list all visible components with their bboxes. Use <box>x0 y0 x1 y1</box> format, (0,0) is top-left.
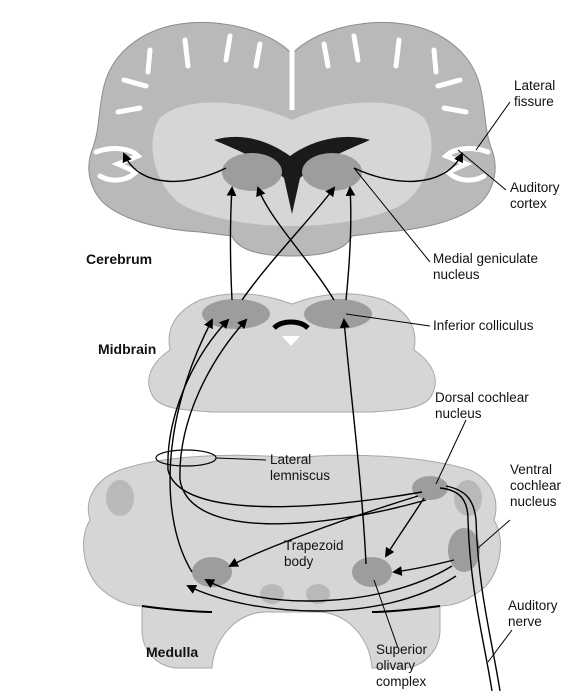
inferior-colliculus-label: Inferior colliculus <box>433 318 534 334</box>
lateral-lemniscus-label: Lateral lemniscus <box>270 452 330 484</box>
cerebrum-section <box>89 22 495 256</box>
trapezoid-left <box>260 584 284 604</box>
left-medial-geniculate <box>222 153 282 191</box>
ventral-cochlear-nucleus <box>448 528 480 572</box>
right-medial-geniculate <box>302 153 362 191</box>
trapezoid-body-label: Trapezoid body <box>284 538 344 570</box>
ventral-cochlear-label: Ventral cochlear nucleus <box>510 462 561 510</box>
ic-to-left-mgn-1 <box>231 188 233 300</box>
left-inferior-colliculus <box>202 299 270 329</box>
left-olive-grey <box>106 480 134 516</box>
auditory-nerve-label: Auditory nerve <box>508 598 558 630</box>
region-cerebrum-label: Cerebrum <box>86 251 152 267</box>
superior-olivary-label: Superior olivary complex <box>376 642 427 690</box>
midbrain-outline <box>149 294 435 412</box>
right-superior-olive <box>352 557 392 587</box>
region-medulla-label: Medulla <box>146 644 198 660</box>
auditory-cortex-label: Auditory cortex <box>510 180 560 212</box>
lateral-fissure-label: Lateral fissure <box>514 78 555 110</box>
midbrain-section <box>149 294 435 412</box>
medial-geniculate-label: Medial geniculate nucleus <box>433 251 538 283</box>
region-midbrain-label: Midbrain <box>98 341 156 357</box>
dorsal-cochlear-label: Dorsal cochlear nucleus <box>435 390 529 422</box>
right-inferior-colliculus <box>304 299 372 329</box>
